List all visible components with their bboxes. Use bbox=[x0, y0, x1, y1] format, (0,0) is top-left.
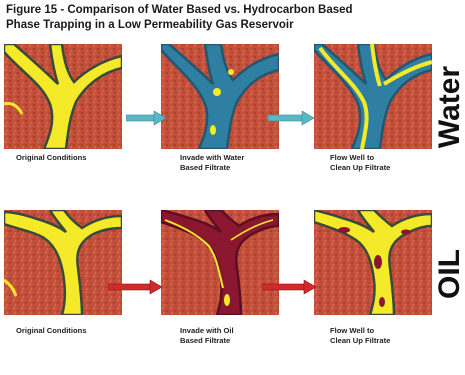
row-label-water: Water bbox=[433, 62, 465, 152]
row-label-oil: OIL bbox=[433, 229, 465, 319]
arrow-oil-2 bbox=[262, 279, 316, 295]
title-line-1: Figure 15 - Comparison of Water Based vs… bbox=[6, 3, 406, 18]
caption-oil-original: Original Conditions bbox=[16, 326, 86, 336]
figure-title: Figure 15 - Comparison of Water Based vs… bbox=[6, 3, 406, 33]
panel-water-original bbox=[4, 44, 122, 149]
panel-water-cleanup bbox=[314, 44, 432, 149]
caption-water-invade: Invade with Water Based Filtrate bbox=[180, 153, 244, 173]
panel-oil-invade bbox=[161, 210, 279, 315]
panel-water-invade bbox=[161, 44, 279, 149]
caption-water-cleanup: Flow Well to Clean Up Filtrate bbox=[330, 153, 390, 173]
arrow-water-2 bbox=[268, 110, 314, 126]
caption-oil-invade: Invade with Oil Based Filtrate bbox=[180, 326, 234, 346]
caption-water-original: Original Conditions bbox=[16, 153, 86, 163]
arrow-water-1 bbox=[126, 110, 166, 126]
panel-oil-original bbox=[4, 210, 122, 315]
caption-oil-cleanup: Flow Well to Clean Up Filtrate bbox=[330, 326, 390, 346]
title-line-2: Phase Trapping in a Low Permeability Gas… bbox=[6, 18, 406, 33]
panel-oil-cleanup bbox=[314, 210, 432, 315]
arrow-oil-1 bbox=[108, 279, 162, 295]
